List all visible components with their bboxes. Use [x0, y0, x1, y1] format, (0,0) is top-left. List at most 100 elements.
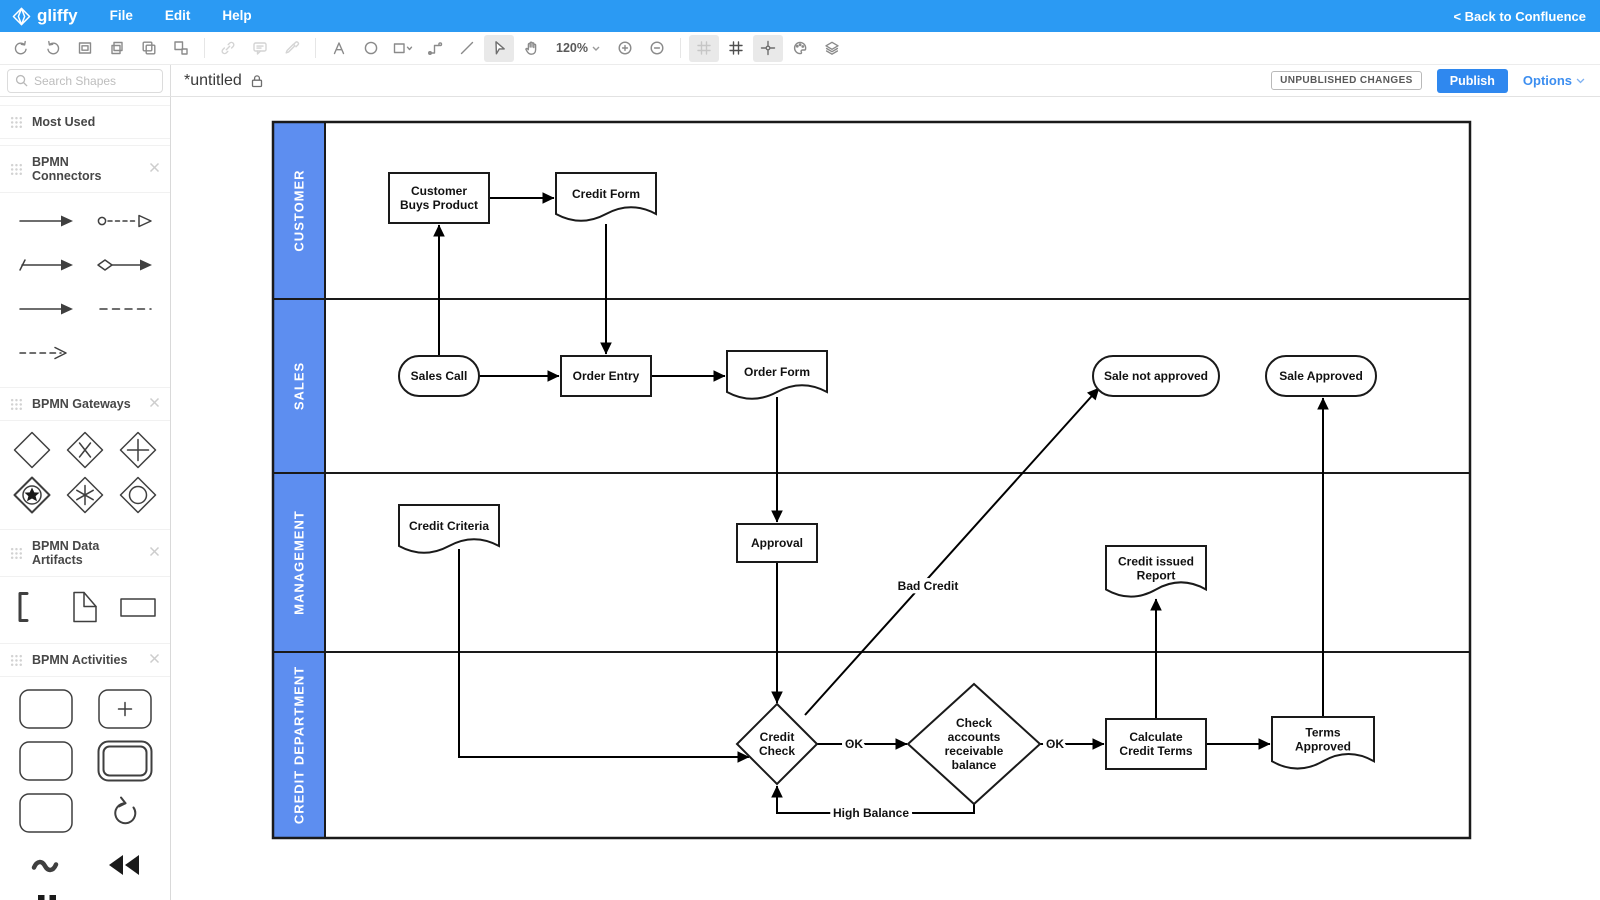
node-order-entry[interactable]: Order Entry	[560, 355, 652, 397]
zoom-in-icon[interactable]	[610, 35, 640, 62]
zoom-level-dropdown[interactable]: 120%	[547, 41, 609, 55]
node-approval[interactable]: Approval	[736, 523, 818, 563]
flow-high-balance-to-check[interactable]	[771, 785, 975, 814]
lane-credit-department[interactable]: CREDIT DEPARTMENT	[272, 651, 326, 839]
parallel-marker-icon[interactable]	[16, 887, 76, 900]
edge-label-ok-2[interactable]: OK	[1043, 734, 1068, 755]
menu-help[interactable]: Help	[222, 8, 252, 23]
node-sale-approved[interactable]: Sale Approved	[1265, 355, 1377, 397]
chevron-down-icon	[1576, 78, 1585, 83]
gateway-complex-icon[interactable]	[64, 474, 106, 516]
compensation-marker-icon[interactable]	[95, 842, 155, 888]
close-icon[interactable]	[149, 653, 160, 667]
section-header-most-used[interactable]: Most Used	[0, 105, 170, 139]
undo-icon[interactable]	[6, 35, 36, 62]
eyedropper-icon[interactable]	[277, 35, 307, 62]
gateway-icon[interactable]	[11, 429, 53, 471]
connector-tool-icon[interactable]	[420, 35, 450, 62]
close-icon[interactable]	[149, 397, 160, 411]
menu-edit[interactable]: Edit	[164, 8, 191, 23]
section-header-bpmn-connectors[interactable]: BPMN Connectors	[0, 145, 170, 193]
node-label: Order Form	[744, 365, 810, 379]
flow-bad-credit-to-not-approved[interactable]	[804, 387, 1100, 716]
comment-icon[interactable]	[245, 35, 275, 62]
loop-marker-icon[interactable]	[95, 790, 155, 836]
theme-icon[interactable]	[785, 35, 815, 62]
grid-strong-icon[interactable]	[721, 35, 751, 62]
gateway-parallel-icon[interactable]	[117, 429, 159, 471]
task2-icon[interactable]	[16, 738, 76, 784]
paste-format-icon[interactable]	[70, 35, 100, 62]
drag-handle-icon[interactable]	[10, 547, 23, 559]
lane-sales[interactable]: SALES	[272, 298, 326, 474]
zoom-out-icon[interactable]	[642, 35, 672, 62]
gateway-event-instantiate-icon[interactable]	[11, 474, 53, 516]
message-flow-icon[interactable]	[96, 210, 154, 232]
default-flow-icon[interactable]	[96, 254, 154, 276]
node-credit-criteria[interactable]: Credit Criteria	[398, 504, 500, 554]
link-icon[interactable]	[213, 35, 243, 62]
gateway-inclusive-icon[interactable]	[117, 474, 159, 516]
lock-icon[interactable]	[251, 74, 263, 88]
section-header-bpmn-gateways[interactable]: BPMN Gateways	[0, 387, 170, 421]
search-input[interactable]	[34, 73, 155, 88]
node-order-form[interactable]: Order Form	[726, 350, 828, 400]
back-to-confluence-link[interactable]: < Back to Confluence	[1453, 8, 1586, 24]
snap-icon[interactable]	[752, 34, 783, 62]
flow-criteria-to-credit-check[interactable]	[458, 549, 750, 763]
sequence-flow2-icon[interactable]	[17, 298, 75, 320]
call-activity-icon[interactable]	[95, 738, 155, 784]
task3-icon[interactable]	[16, 790, 76, 836]
close-icon[interactable]	[149, 162, 160, 176]
subprocess-icon[interactable]	[95, 686, 155, 732]
select-tool-icon[interactable]	[484, 34, 514, 62]
section-header-bpmn-data-artifacts[interactable]: BPMN Data Artifacts	[0, 529, 170, 577]
edge-label-ok-1[interactable]: OK	[842, 734, 867, 755]
conditional-flow-icon[interactable]	[17, 254, 75, 276]
lane-customer[interactable]: CUSTOMER	[272, 121, 326, 300]
duplicate-icon[interactable]	[134, 35, 164, 62]
line-tool-icon[interactable]	[452, 35, 482, 62]
pan-tool-icon[interactable]	[516, 35, 546, 62]
copy-icon[interactable]	[102, 35, 132, 62]
adhoc-marker-icon[interactable]	[16, 842, 76, 888]
node-sale-not-approved[interactable]: Sale not approved	[1092, 355, 1220, 397]
close-icon[interactable]	[149, 546, 160, 560]
redo-icon[interactable]	[38, 35, 68, 62]
edge-label-high-balance[interactable]: High Balance	[829, 803, 912, 824]
association-icon[interactable]	[96, 298, 154, 320]
gateway-xor-icon[interactable]	[64, 429, 106, 471]
grid-light-icon[interactable]	[688, 34, 719, 62]
drag-handle-icon[interactable]	[10, 116, 23, 128]
search-box[interactable]	[7, 68, 163, 93]
lane-management[interactable]: MANAGEMENT	[272, 472, 326, 653]
options-dropdown[interactable]: Options	[1523, 73, 1585, 88]
node-sales-call[interactable]: Sales Call	[398, 355, 480, 397]
task-icon[interactable]	[16, 686, 76, 732]
node-credit-form[interactable]: Credit Form	[555, 172, 657, 222]
publish-button[interactable]: Publish	[1436, 68, 1508, 93]
data-store-icon[interactable]	[116, 589, 160, 625]
menu-file[interactable]: File	[109, 8, 133, 23]
text-tool-icon[interactable]	[324, 35, 354, 62]
section-header-bpmn-activities[interactable]: BPMN Activities	[0, 643, 170, 677]
drag-handle-icon[interactable]	[10, 398, 23, 410]
drag-handle-icon[interactable]	[10, 163, 23, 175]
group-icon[interactable]	[166, 35, 196, 62]
data-object-icon[interactable]	[63, 589, 107, 625]
layers-icon[interactable]	[817, 35, 847, 62]
directed-association-icon[interactable]	[17, 342, 75, 364]
sequence-flow-icon[interactable]	[17, 210, 75, 232]
shape-tool-icon[interactable]	[388, 35, 418, 62]
edge-label-bad-credit[interactable]: Bad Credit	[894, 576, 962, 597]
group-bracket-icon[interactable]	[10, 589, 54, 625]
ellipse-tool-icon[interactable]	[356, 35, 386, 62]
drag-handle-icon[interactable]	[10, 654, 23, 666]
